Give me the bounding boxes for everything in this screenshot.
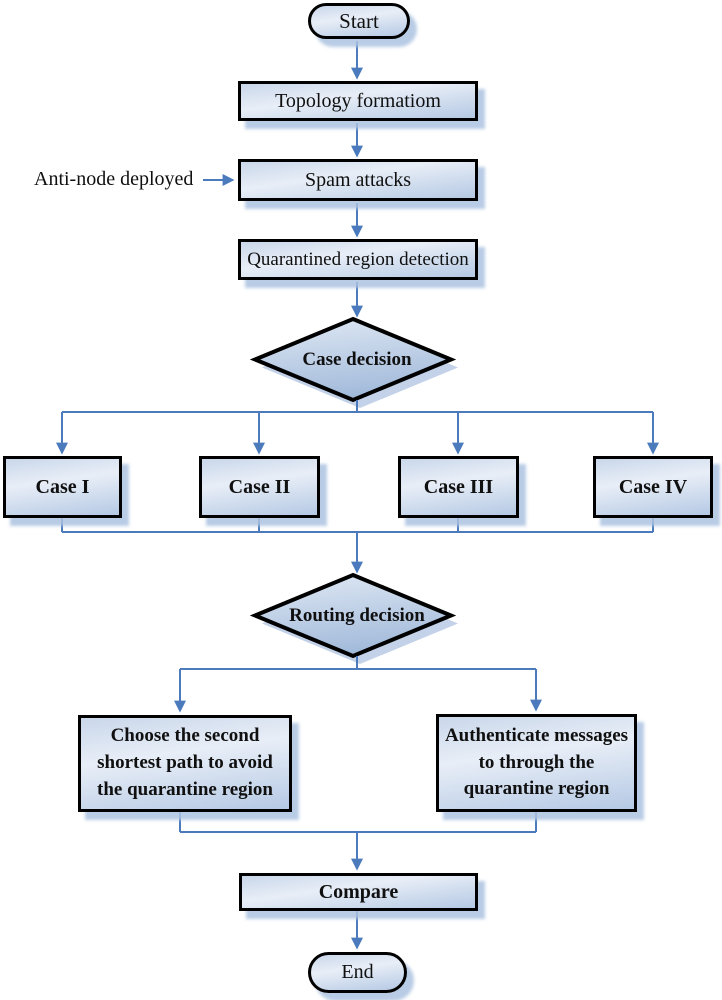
spam-attacks-node: Spam attacks: [238, 159, 478, 201]
case-1-label: Case I: [35, 475, 90, 498]
spam-attacks-label: Spam attacks: [304, 168, 412, 191]
case-4-label: Case IV: [618, 475, 688, 498]
authenticate-node: Authenticate messages to through the qua…: [436, 714, 637, 812]
end-node: End: [308, 952, 407, 993]
start-node: Start: [308, 3, 410, 39]
routing-decision-diamond: [249, 572, 458, 664]
case-decision-label: Case decision: [302, 348, 412, 370]
choose-path-node: Choose the second shortest path to avoid…: [78, 715, 292, 812]
case-4-node: Case IV: [593, 456, 713, 518]
quarantine-detection-label: Quarantined region detection: [247, 248, 469, 270]
anti-node-annotation: Anti-node deployed: [34, 168, 194, 190]
end-label: End: [341, 961, 374, 983]
topology-node: Topology formatiom: [238, 81, 478, 121]
routing-decision-label: Routing decision: [289, 604, 425, 626]
compare-label: Compare: [318, 880, 399, 903]
case-1-node: Case I: [3, 456, 122, 518]
authenticate-label: Authenticate messages to through the qua…: [444, 724, 629, 800]
topology-label: Topology formatiom: [275, 89, 441, 112]
choose-path-label: Choose the second shortest path to avoid…: [97, 725, 273, 800]
quarantine-detection-node: Quarantined region detection: [238, 239, 478, 280]
case-3-node: Case III: [398, 456, 519, 518]
case-2-node: Case II: [199, 456, 320, 518]
case-2-label: Case II: [228, 475, 291, 498]
compare-node: Compare: [239, 873, 478, 911]
case-3-label: Case III: [423, 475, 494, 498]
start-label: Start: [339, 8, 379, 33]
